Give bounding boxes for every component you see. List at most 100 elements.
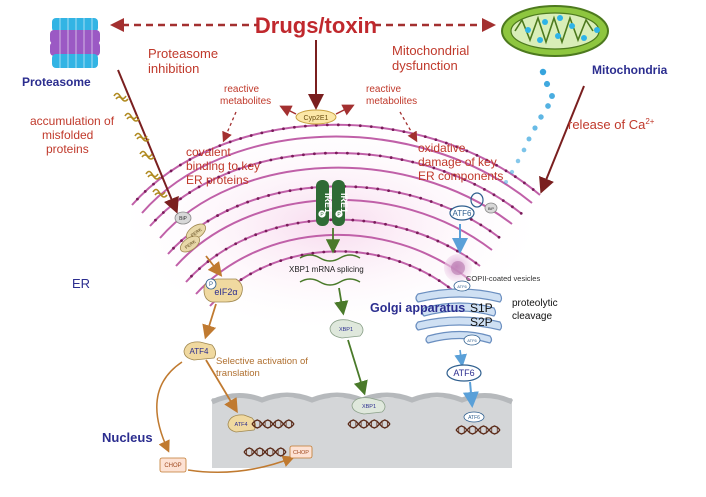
ribosome-dot (225, 209, 229, 212)
ribosome-dot (314, 123, 318, 127)
ribosome-dot (474, 261, 478, 265)
ribosome-dot (465, 149, 469, 153)
calcium-dot (545, 103, 551, 109)
ribosome-dot (351, 218, 355, 222)
bip-atf6 (484, 202, 498, 214)
arrow-chop-to-nucleus (187, 455, 295, 474)
ribosome-dot (415, 231, 419, 235)
ribosome-dot (510, 205, 514, 209)
ribosome-dot (434, 138, 438, 142)
ribosome-dot (362, 219, 366, 223)
ribosome-dot (143, 189, 147, 193)
ribosome-dot (336, 123, 340, 127)
ribosome-dot (397, 191, 401, 195)
perk-upper (185, 223, 207, 241)
chop-label-nucleus: CHOP (293, 450, 309, 456)
arrow-reactive-left (279, 105, 297, 117)
arrow-atf4-to-chop (156, 361, 183, 453)
calcium-label: release of Ca2+ (568, 117, 655, 132)
ribosome-dot (488, 229, 492, 233)
label-golgi: Golgi apparatus (370, 301, 465, 315)
ribosome-dot (387, 256, 391, 260)
calcium-dot (515, 158, 521, 164)
ribosome-dot (408, 264, 412, 267)
ribosome-dot (206, 219, 210, 223)
ribosome-dot (504, 169, 508, 173)
ribosome-dot (453, 173, 456, 177)
ribosome-dot (479, 223, 483, 227)
dna-strand (347, 419, 391, 429)
mito-dysfunction-line2: dysfunction (392, 58, 458, 73)
misfolded-squiggle (136, 136, 150, 142)
misfolded-squiggle (147, 174, 161, 180)
ribosome-dot (172, 246, 175, 250)
ribosome-dot (208, 148, 212, 152)
golgi-icon (415, 288, 503, 344)
ribosome-dot (501, 199, 505, 203)
perk-label-upper: PERK (190, 227, 203, 238)
atf6-vesicle-label: ATF6 (457, 284, 467, 289)
ribosome-dot (446, 244, 450, 248)
ribosome-dot (463, 178, 467, 182)
ribosome-dot (258, 267, 262, 271)
mitochondria-icon (501, 5, 609, 57)
ribosome-dot (421, 163, 425, 167)
arrowhead-right (482, 18, 496, 32)
covalent-line1: covalent (186, 145, 231, 159)
cyp-pill (295, 109, 337, 125)
ire1-label-right: IRE1 (339, 193, 349, 213)
covalent-line2: binding to key (186, 159, 260, 173)
ribosome-dot (356, 152, 360, 156)
arrow-oxidative (399, 111, 418, 143)
ribosome-dot (366, 252, 370, 256)
ribosome-dot (280, 156, 284, 160)
ribosome-dot (387, 189, 390, 192)
atf6-cleaved-label: ATF6 (453, 368, 474, 378)
ire1-dimer (316, 180, 345, 226)
ribosome-dot (267, 194, 270, 197)
ribosome-dot (296, 221, 300, 225)
label-mitochondria: Mitochondria (592, 63, 668, 77)
mito-dot (557, 15, 563, 21)
ire1-p-left (317, 209, 327, 219)
ribosome-dot (260, 131, 264, 135)
ire1-p-label-left: P (320, 212, 324, 218)
dna-strand (251, 419, 295, 429)
arrow-atf4-to-nucleus (205, 359, 238, 414)
calcium-dots (504, 68, 555, 184)
calcium-dot (526, 136, 532, 142)
ribosome-dot (207, 180, 211, 184)
proteolytic-line1: proteolytic (512, 298, 558, 309)
title: Drugs/toxin (255, 13, 377, 38)
ribosome-dot (423, 135, 427, 139)
ribosome-dot (436, 239, 440, 243)
ribosome-dot (248, 164, 251, 167)
ribosome-dot (432, 166, 436, 170)
proteasome-inhibition-line1: Proteasome (148, 46, 218, 61)
ribosome-dot (367, 153, 371, 157)
misfolded-squiggle (139, 150, 153, 158)
ribosome-dot (531, 188, 535, 191)
ribosome-dot (178, 163, 182, 167)
ribosome-dot (169, 169, 173, 173)
atf6-nucleus-pill (463, 411, 485, 423)
perk-complex (174, 211, 207, 253)
ribosome-dot (428, 273, 432, 277)
reactive-right-line1: reactive (366, 84, 401, 95)
ribosome-dot (419, 196, 423, 200)
ribosome-dot (325, 123, 329, 127)
ribosome-dot (217, 175, 221, 179)
misfolded-line1: accumulation of (30, 114, 115, 128)
calcium-dot (539, 68, 547, 76)
arrow-covalent (222, 111, 237, 143)
bip-perk (174, 211, 192, 225)
atf4-nucleus-shape (227, 414, 256, 433)
ribosome-dot (398, 260, 402, 263)
ribosome-dot (198, 267, 201, 271)
ribosome-dot (389, 156, 393, 159)
ribosome-dot (288, 189, 292, 193)
proteolytic-line2: cleavage (512, 311, 552, 322)
ribosome-dot (234, 242, 238, 246)
chop-box-nucleus (289, 445, 313, 459)
ribosome-dot (437, 279, 441, 283)
